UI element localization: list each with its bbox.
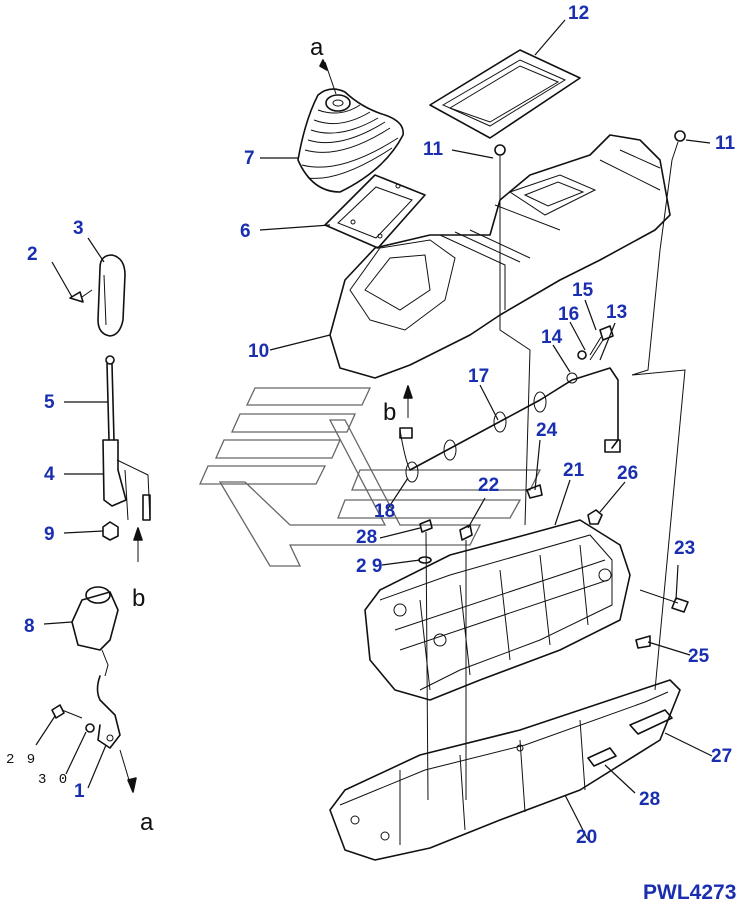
callout-27: 28 bbox=[356, 527, 377, 548]
bolt-part-11-left bbox=[494, 144, 506, 180]
arrow-label-a-bottom: a bbox=[140, 809, 154, 836]
plate-part-25 bbox=[629, 709, 673, 735]
callout-5: 5 bbox=[44, 392, 55, 413]
bolt-part-22 bbox=[639, 589, 689, 613]
callout-13: 13 bbox=[606, 302, 627, 323]
callout-25: 27 bbox=[711, 746, 732, 767]
washer-part-28 bbox=[418, 556, 432, 564]
clip-part-21 bbox=[459, 524, 473, 800]
callout-10: 10 bbox=[248, 341, 269, 362]
housing-part-8 bbox=[71, 586, 119, 677]
drawing-code: PWL4273 bbox=[643, 881, 736, 904]
bolt-part-11-right bbox=[671, 130, 686, 161]
bolt-part-27 bbox=[419, 519, 433, 801]
bolt-part-15 bbox=[589, 325, 614, 356]
callout-21: 22 bbox=[478, 475, 499, 496]
clip-part-23-lower bbox=[635, 635, 651, 649]
callout-3: 3 bbox=[73, 218, 84, 239]
callout-15: 15 bbox=[572, 280, 594, 301]
callout-8: 8 bbox=[24, 616, 35, 637]
leader-lines bbox=[35, 19, 713, 841]
boot-part-7 bbox=[297, 88, 404, 193]
callout-19: 20 bbox=[576, 827, 597, 848]
arrow-label-b-left: b bbox=[132, 585, 145, 612]
callout-2: 2 bbox=[27, 244, 38, 265]
plate-part-6 bbox=[324, 174, 426, 249]
bolt-part-24 bbox=[587, 509, 603, 525]
nut-part-9 bbox=[102, 521, 119, 541]
frame-part-20 bbox=[364, 519, 631, 701]
washer-part-16 bbox=[577, 350, 587, 360]
callout-16: 16 bbox=[558, 304, 579, 325]
lever-part-5-4 bbox=[102, 355, 151, 521]
callout-4: 4 bbox=[44, 464, 55, 485]
callout-9: 9 bbox=[44, 524, 55, 545]
callout-22: 23 bbox=[674, 538, 695, 559]
callout-30: 3 0 bbox=[38, 772, 69, 788]
callout-1: 1 bbox=[74, 781, 85, 802]
arrow-b-left bbox=[133, 527, 143, 562]
bolt-part-29 bbox=[51, 704, 83, 719]
callout-23-lower: 25 bbox=[688, 646, 710, 667]
callout-6: 6 bbox=[240, 221, 251, 242]
washer-part-30 bbox=[85, 723, 95, 733]
guide-lines bbox=[499, 159, 686, 691]
lever-lower-part-1 bbox=[96, 675, 121, 749]
arrow-a-top bbox=[319, 59, 337, 95]
callout-23-upper: 24 bbox=[536, 420, 558, 441]
callout-12: 12 bbox=[568, 3, 589, 24]
harness-part-13 bbox=[399, 367, 621, 483]
callout-18: 18 bbox=[374, 501, 395, 522]
callout-28: 2 9 bbox=[356, 556, 382, 577]
plate-part-26 bbox=[587, 747, 617, 767]
watermark-logo bbox=[198, 387, 542, 567]
arrow-b-middle bbox=[403, 385, 413, 418]
callout-11-right: 11 bbox=[715, 133, 736, 154]
callout-20: 21 bbox=[563, 460, 585, 481]
callout-29: 2 9 bbox=[6, 752, 37, 768]
callout-11-left: 11 bbox=[423, 139, 444, 160]
callout-17: 17 bbox=[468, 366, 489, 387]
screw-part-2 bbox=[69, 289, 93, 303]
base-part-19 bbox=[329, 679, 681, 861]
arrow-label-b-middle: b bbox=[383, 399, 396, 426]
arrow-a-bottom bbox=[119, 749, 137, 793]
callout-26: 28 bbox=[639, 789, 660, 810]
callout-7: 7 bbox=[244, 148, 255, 169]
tray-part-12 bbox=[429, 49, 581, 139]
arrow-label-a-top: a bbox=[310, 34, 324, 61]
callout-24: 26 bbox=[617, 463, 638, 484]
knob-part-3 bbox=[97, 254, 126, 337]
callout-14: 14 bbox=[541, 327, 563, 348]
clip-part-23-upper bbox=[526, 484, 543, 499]
